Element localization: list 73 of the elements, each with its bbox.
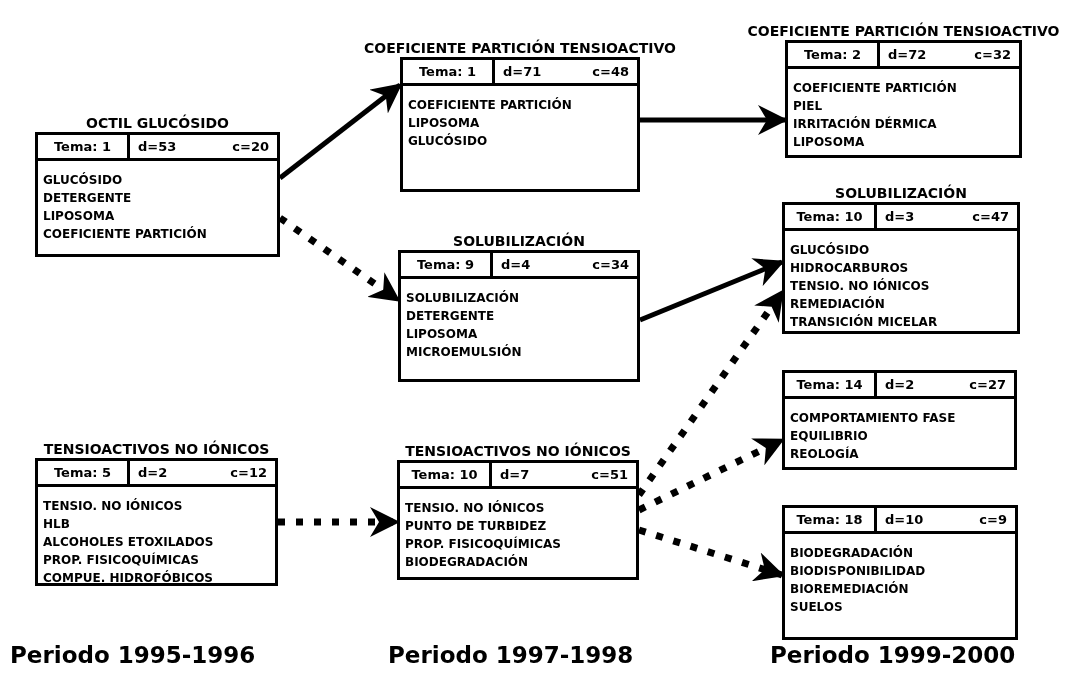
c-value: c=34: [592, 255, 629, 274]
keyword: TENSIO. NO IÓNICOS: [405, 499, 546, 517]
keyword: HLB: [43, 516, 71, 533]
d-value: d=10: [885, 510, 924, 529]
keyword: DETERGENTE: [406, 308, 496, 325]
keyword: COEFICIENTE PARTICIÓN: [793, 79, 958, 97]
keyword: BIODEGRADACIÓN: [790, 544, 915, 562]
card-heading: SOLUBILIZACIÓN: [835, 184, 967, 202]
c-value: c=32: [974, 45, 1011, 64]
topic-number: Tema: 18: [796, 510, 863, 529]
keyword: PROP. FISICOQUÍMICAS: [405, 535, 562, 553]
topic-number: Tema: 10: [411, 465, 478, 484]
keyword: REMEDIACIÓN: [790, 295, 886, 313]
d-value: d=71: [503, 62, 542, 81]
c-value: c=20: [232, 137, 269, 156]
c-value: c=9: [979, 510, 1007, 529]
keyword: TENSIO. NO IÓNICOS: [43, 497, 184, 515]
keyword: PIEL: [793, 98, 824, 115]
topic-number: Tema: 1: [418, 62, 476, 81]
keyword: HIDROCARBUROS: [790, 260, 910, 277]
card-heading: TENSIOACTIVOS NO IÓNICOS: [405, 442, 631, 460]
d-value: d=2: [138, 463, 168, 482]
keyword: GLUCÓSIDO: [408, 132, 489, 150]
period-label: Periodo 1999-2000: [770, 641, 1016, 670]
d-value: d=3: [885, 207, 915, 226]
c-value: c=48: [592, 62, 629, 81]
keyword: BIOREMEDIACIÓN: [790, 580, 910, 598]
card-heading: SOLUBILIZACIÓN: [453, 232, 585, 250]
c-value: c=12: [230, 463, 267, 482]
topic-number: Tema: 5: [53, 463, 111, 482]
keyword: COEFICIENTE PARTICIÓN: [408, 96, 573, 114]
keyword: LIPOSOMA: [43, 208, 116, 225]
keyword: REOLOGÍA: [790, 445, 860, 463]
d-value: d=7: [500, 465, 530, 484]
keyword: TRANSICIÓN MICELAR: [790, 313, 939, 331]
keyword: TENSIO. NO IÓNICOS: [790, 277, 931, 295]
keyword: SUELOS: [790, 599, 844, 616]
keyword: PUNTO DE TURBIDEZ: [405, 518, 548, 535]
topic-number: Tema: 2: [803, 45, 861, 64]
period-label: Periodo 1995-1996: [10, 641, 256, 670]
keyword: COMPORTAMIENTO FASE: [790, 410, 957, 427]
keyword: IRRITACIÓN DÉRMICA: [793, 115, 938, 133]
topic-number: Tema: 10: [796, 207, 863, 226]
card-heading: TENSIOACTIVOS NO IÓNICOS: [43, 440, 270, 458]
c-value: c=47: [972, 207, 1009, 226]
c-value: c=27: [969, 375, 1006, 394]
keyword: EQUILIBRIO: [790, 428, 869, 445]
period-label: Periodo 1997-1998: [388, 641, 634, 670]
d-value: d=4: [501, 255, 531, 274]
keyword: COMPUE. HIDROFÓBICOS: [43, 569, 214, 587]
keyword: GLUCÓSIDO: [43, 171, 124, 189]
d-value: d=53: [138, 137, 177, 156]
topic-number: Tema: 9: [416, 255, 474, 274]
card-heading: COEFICIENTE PARTICIÓN TENSIOACTIVO: [747, 22, 1060, 40]
card-heading: OCTIL GLUCÓSIDO: [86, 114, 229, 132]
d-value: d=2: [885, 375, 915, 394]
keyword: COEFICIENTE PARTICIÓN: [43, 225, 208, 243]
keyword: DETERGENTE: [43, 190, 133, 207]
keyword: LIPOSOMA: [793, 134, 866, 151]
d-value: d=72: [888, 45, 927, 64]
keyword: LIPOSOMA: [406, 326, 479, 343]
keyword: ALCOHOLES ETOXILADOS: [43, 534, 215, 551]
keyword: GLUCÓSIDO: [790, 241, 871, 259]
keyword: PROP. FISICOQUÍMICAS: [43, 551, 200, 569]
topic-number: Tema: 14: [796, 375, 863, 394]
keyword: BIODEGRADACIÓN: [405, 553, 530, 571]
keyword: LIPOSOMA: [408, 115, 481, 132]
topic-number: Tema: 1: [53, 137, 111, 156]
keyword: BIODISPONIBILIDAD: [790, 563, 927, 580]
c-value: c=51: [591, 465, 628, 484]
keyword: MICROEMULSIÓN: [406, 343, 523, 361]
card-heading: COEFICIENTE PARTICIÓN TENSIOACTIVO: [364, 39, 676, 57]
keyword: SOLUBILIZACIÓN: [406, 289, 521, 307]
